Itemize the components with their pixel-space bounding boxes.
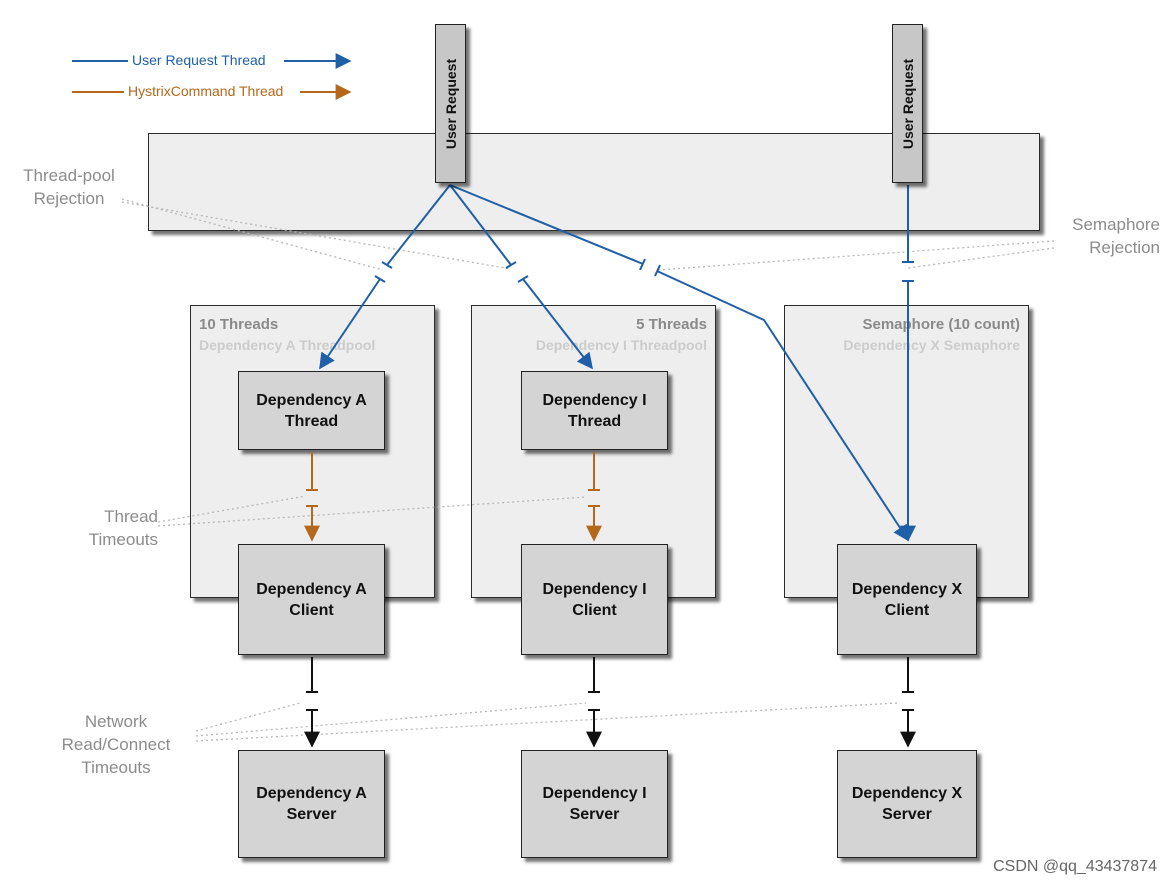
guide-thread-timeout-a	[157, 495, 307, 523]
blue-to-i-seg1	[449, 184, 512, 266]
network-paths	[304, 657, 916, 748]
dependency-i-thread-line2: Thread	[567, 412, 622, 430]
dependency-x-server: Dependency X Server	[837, 750, 977, 858]
dependency-i-server-line1: Dependency I	[542, 785, 647, 802]
blue-to-x-tick1	[639, 258, 646, 271]
pool-x-subtitle: Dependency X Semaphore	[843, 337, 1020, 353]
user-request-right-label: User Request	[899, 58, 916, 149]
dependency-a-client: Dependency A Client	[238, 544, 385, 655]
dependency-a-thread-line1: Dependency A	[256, 391, 367, 409]
dependency-i-client-line1: Dependency I	[542, 580, 647, 598]
semaphore-rejection-line2: Rejection	[1089, 238, 1160, 257]
legend-hystrix-command-thread: HystrixCommand Thread	[124, 83, 288, 99]
dotted-guide-lines	[121, 198, 1055, 742]
guide-threadpool-rejection-i	[121, 201, 512, 270]
legend-user-request-thread: User Request Thread	[128, 52, 270, 68]
blue-to-a-seg2	[319, 278, 381, 370]
semaphore-rejection-label: Semaphore Rejection	[1050, 213, 1160, 259]
dependency-x-client: Dependency X Client	[837, 544, 977, 655]
dependency-x-client-line2: Client	[884, 601, 930, 619]
blue-to-a-tick1	[381, 261, 393, 269]
dependency-a-thread: Dependency A Thread	[238, 371, 385, 450]
threadpool-rejection-line2: Rejection	[33, 189, 105, 208]
blue-to-a-seg1	[386, 184, 451, 266]
dependency-x-client-line1: Dependency X	[851, 580, 963, 598]
pool-i-subtitle: Dependency I Threadpool	[535, 337, 707, 353]
dependency-a-client-line1: Dependency A	[256, 580, 367, 598]
guide-semaphore-rejection-2	[907, 247, 1055, 269]
user-request-paths	[319, 184, 916, 542]
dependency-i-server-line2: Server	[569, 806, 620, 823]
guide-network-timeout-a	[195, 702, 301, 732]
network-timeouts-label: Network Read/Connect Timeouts	[60, 710, 172, 779]
dependency-i-client-line2: Client	[572, 601, 617, 619]
semaphore-rejection-line1: Semaphore	[1072, 215, 1160, 234]
threadpool-rejection-label: Thread-pool Rejection	[14, 164, 124, 210]
blue-to-i-tick1	[505, 261, 517, 269]
thread-timeouts-label: Thread Timeouts	[70, 505, 158, 551]
thread-timeouts-line1: Thread	[104, 507, 158, 526]
pool-a-subtitle: Dependency A Threadpool	[199, 337, 376, 353]
pool-x-title: Semaphore (10 count)	[862, 316, 1020, 333]
dependency-a-thread-line2: Thread	[284, 412, 339, 430]
dependency-a-server-line2: Server	[286, 806, 337, 823]
blue-to-x-seg1	[449, 184, 644, 265]
network-timeouts-line2: Read/Connect	[61, 735, 171, 754]
dependency-a-server: Dependency A Server	[238, 750, 385, 858]
blue-to-x-seg2	[656, 270, 909, 542]
user-request-left-label: User Request	[442, 58, 459, 149]
dependency-i-server: Dependency I Server	[521, 750, 668, 858]
hystrix-thread-paths	[304, 452, 602, 542]
dependency-i-thread: Dependency I Thread	[521, 371, 668, 450]
watermark: CSDN @qq_43437874	[993, 858, 1157, 875]
user-request-bar-right: User Request	[892, 24, 923, 183]
network-timeouts-line1: Network	[84, 712, 148, 731]
pool-a-title: 10 Threads	[199, 316, 279, 333]
dependency-a-server-line1: Dependency A	[256, 785, 367, 802]
guide-semaphore-rejection-1	[657, 240, 1055, 271]
guide-network-timeout-x	[195, 702, 899, 742]
thread-timeouts-line2: Timeouts	[88, 530, 158, 549]
guide-thread-timeout-i	[157, 496, 587, 527]
pool-i-title: 5 Threads	[636, 316, 707, 333]
dependency-i-client: Dependency I Client	[521, 544, 668, 655]
blue-to-i-seg2	[522, 278, 593, 370]
network-timeouts-line3: Timeouts	[81, 758, 151, 777]
dependency-i-thread-line1: Dependency I	[542, 391, 647, 409]
dependency-a-client-line2: Client	[289, 601, 334, 619]
user-request-bar-left: User Request	[435, 24, 466, 183]
dependency-x-server-line1: Dependency X	[851, 785, 963, 802]
guide-network-timeout-i	[195, 702, 587, 737]
request-container-bar	[148, 133, 1040, 231]
guide-threadpool-rejection-a	[121, 198, 384, 271]
threadpool-rejection-line1: Thread-pool	[23, 166, 115, 185]
dependency-x-server-line2: Server	[882, 806, 932, 823]
